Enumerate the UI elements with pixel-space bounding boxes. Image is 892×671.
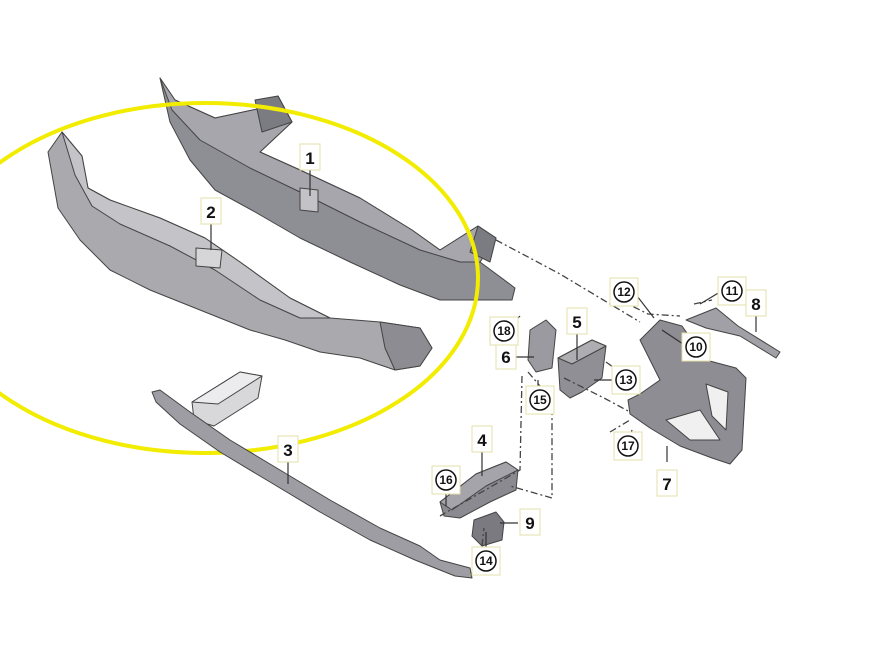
callout-text-16: 16	[439, 473, 453, 487]
callout-11: 11	[717, 276, 747, 306]
callout-text-2: 2	[206, 203, 215, 222]
bracket-part-8	[685, 307, 781, 359]
callout-15: 15	[525, 385, 555, 415]
callout-text-12: 12	[617, 285, 631, 299]
callout-text-1: 1	[305, 149, 314, 168]
bracket-part-6	[527, 319, 557, 373]
callout-bg-1	[299, 143, 321, 171]
callout-16: 16	[431, 465, 461, 495]
callout-circle-12	[613, 281, 635, 303]
foam-block	[191, 371, 263, 427]
callout-text-4: 4	[477, 431, 487, 450]
callout-circle-16	[435, 469, 457, 491]
callout-2: 2	[200, 197, 222, 225]
callout-bg-4	[471, 425, 493, 453]
callout-14: 14	[471, 546, 501, 576]
callout-13: 13	[611, 365, 641, 395]
callout-text-18: 18	[497, 324, 511, 338]
callout-bg-2	[200, 197, 222, 225]
plate-part-5	[557, 339, 607, 399]
bumper-carrier-part-1	[159, 77, 516, 301]
callout-text-13: 13	[619, 373, 633, 387]
callout-17: 17	[613, 431, 643, 461]
callout-6: 6	[495, 342, 517, 370]
callout-bg-9	[519, 508, 541, 536]
callout-text-14: 14	[479, 554, 493, 568]
callout-text-8: 8	[751, 295, 760, 314]
callout-7: 7	[656, 469, 678, 497]
callout-circle-15	[529, 389, 551, 411]
callout-circle-13	[615, 369, 637, 391]
callout-circle-10	[685, 336, 707, 358]
callout-text-3: 3	[283, 441, 292, 460]
callout-10: 10	[681, 332, 711, 362]
callout-text-7: 7	[662, 475, 671, 494]
callout-text-6: 6	[501, 348, 510, 367]
clip-part-9	[471, 511, 505, 547]
lower-strip-part-3	[151, 389, 473, 579]
callout-text-11: 11	[726, 284, 739, 298]
callout-9: 9	[519, 508, 541, 536]
highlight-ellipse	[0, 101, 480, 455]
callout-circle-11	[721, 280, 743, 302]
impact-absorber-part-2	[47, 131, 433, 371]
callout-text-9: 9	[525, 514, 534, 533]
bracket-part-4	[439, 461, 519, 519]
callout-text-10: 10	[689, 340, 703, 354]
callout-circle-17	[617, 435, 639, 457]
callout-8: 8	[745, 289, 767, 317]
callout-5: 5	[566, 307, 588, 335]
callout-18: 18	[489, 316, 519, 346]
callout-bg-7	[656, 469, 678, 497]
callout-12: 12	[609, 277, 639, 307]
callout-text-15: 15	[533, 393, 547, 407]
callout-bg-5	[566, 307, 588, 335]
callout-bg-3	[277, 435, 299, 463]
callout-circle-18	[493, 320, 515, 342]
callout-circle-14	[475, 550, 497, 572]
callout-4: 4	[471, 425, 493, 453]
callout-text-5: 5	[572, 313, 581, 332]
callout-text-17: 17	[621, 439, 635, 453]
crash-box-part-7	[627, 319, 747, 465]
callout-3: 3	[277, 435, 299, 463]
callout-1: 1	[299, 143, 321, 171]
